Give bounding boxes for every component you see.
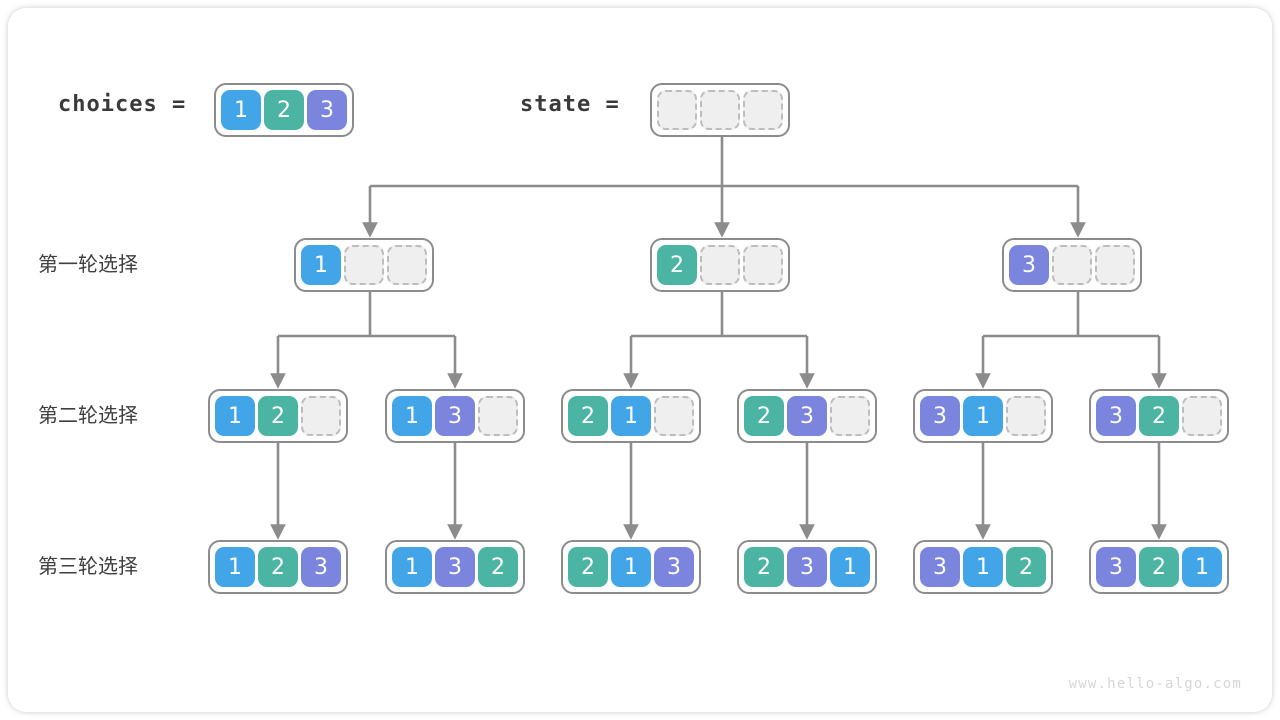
l3n2-cell-0: 1 [392, 547, 432, 587]
l2n4-cell-2 [830, 396, 870, 436]
l3n5-cell-1: 1 [963, 547, 1003, 587]
l3n6-cell-2: 1 [1182, 547, 1222, 587]
state-array [650, 83, 790, 137]
choices-label: choices = [58, 92, 187, 117]
l1n3-cell-2 [1095, 245, 1135, 285]
l3n2-cell-1: 3 [435, 547, 475, 587]
l2n2-cell-1: 3 [435, 396, 475, 436]
l3n4-cell-1: 3 [787, 547, 827, 587]
l3n2-cell-2: 2 [478, 547, 518, 587]
row-label-level-3: 第三轮选择 [38, 556, 138, 578]
l3n5-cell-2: 2 [1006, 547, 1046, 587]
l3n4-cell-2: 1 [830, 547, 870, 587]
state-label: state = [520, 92, 620, 117]
watermark: www.hello-algo.com [1068, 676, 1242, 692]
l2n3-cell-1: 1 [611, 396, 651, 436]
choices-cell-0: 1 [221, 90, 261, 130]
row-label-level-2: 第二轮选择 [38, 405, 138, 427]
l2n3-cell-2 [654, 396, 694, 436]
l3n1-cell-2: 3 [301, 547, 341, 587]
state-cell-1 [700, 90, 740, 130]
choices-cell-2: 3 [307, 90, 347, 130]
l3n1-cell-0: 1 [215, 547, 255, 587]
l2n3-cell-0: 2 [568, 396, 608, 436]
l1n1-cell-2 [387, 245, 427, 285]
choices-cell-1: 2 [264, 90, 304, 130]
l2n1-cell-2 [301, 396, 341, 436]
l2n5-cell-1: 1 [963, 396, 1003, 436]
l2n6-cell-0: 3 [1096, 396, 1136, 436]
l1n1-cell-0: 1 [301, 245, 341, 285]
l3n4-cell-0: 2 [744, 547, 784, 587]
l1n1-cell-1 [344, 245, 384, 285]
l2n2-cell-0: 1 [392, 396, 432, 436]
l2n5-cell-0: 3 [920, 396, 960, 436]
tree-node-l1-3: 3 [1002, 238, 1142, 292]
l3n5-cell-0: 3 [920, 547, 960, 587]
l2n6-cell-2 [1182, 396, 1222, 436]
state-cell-2 [743, 90, 783, 130]
l1n3-cell-1 [1052, 245, 1092, 285]
l2n1-cell-0: 1 [215, 396, 255, 436]
l3n3-cell-1: 1 [611, 547, 651, 587]
l1n2-cell-2 [743, 245, 783, 285]
tree-node-l1-2: 2 [650, 238, 790, 292]
l2n6-cell-1: 2 [1139, 396, 1179, 436]
l2n4-cell-0: 2 [744, 396, 784, 436]
l3n1-cell-1: 2 [258, 547, 298, 587]
l3n6-cell-0: 3 [1096, 547, 1136, 587]
l3n3-cell-2: 3 [654, 547, 694, 587]
l2n4-cell-1: 3 [787, 396, 827, 436]
row-label-level-1: 第一轮选择 [38, 254, 138, 276]
l1n2-cell-0: 2 [657, 245, 697, 285]
l2n1-cell-1: 2 [258, 396, 298, 436]
tree-node-l1-1: 1 [294, 238, 434, 292]
l2n2-cell-2 [478, 396, 518, 436]
l3n3-cell-0: 2 [568, 547, 608, 587]
state-cell-0 [657, 90, 697, 130]
l3n6-cell-1: 2 [1139, 547, 1179, 587]
l2n5-cell-2 [1006, 396, 1046, 436]
l1n2-cell-1 [700, 245, 740, 285]
l1n3-cell-0: 3 [1009, 245, 1049, 285]
